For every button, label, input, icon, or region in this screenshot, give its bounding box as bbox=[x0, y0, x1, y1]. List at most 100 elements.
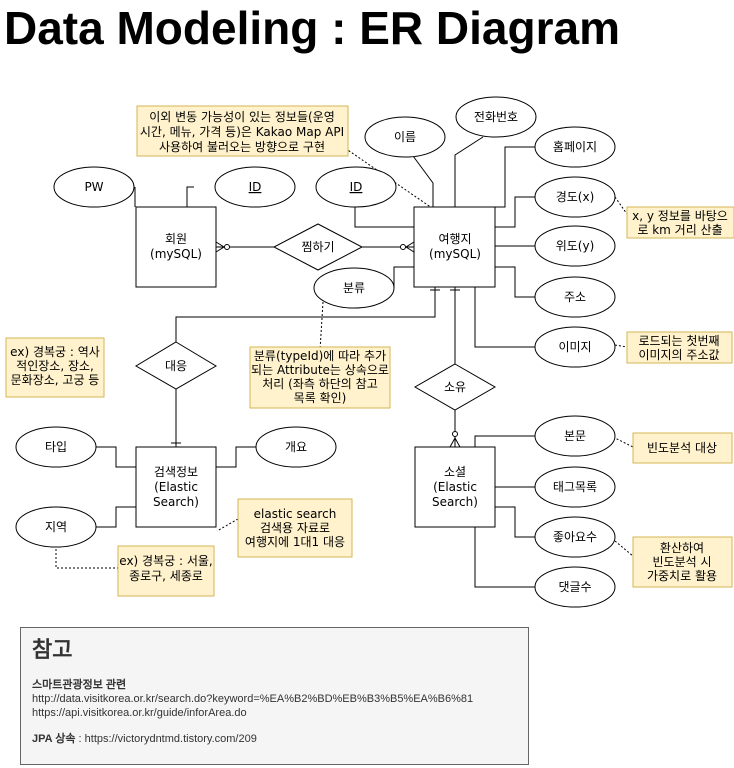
note-region-line: ex) 경복궁 : 서울, bbox=[119, 554, 212, 568]
attribute-likes: 좋아요수 bbox=[534, 516, 616, 558]
attribute-tags: 태그목록 bbox=[534, 466, 616, 508]
relationship-own-label: 소유 bbox=[444, 380, 466, 394]
entity-search-label: 검색정보 bbox=[154, 465, 198, 479]
attribute-place-id-label: ID bbox=[350, 180, 363, 194]
entity-place-label: 여행지 bbox=[438, 231, 471, 246]
entity-social-label: Search) bbox=[432, 495, 478, 509]
entity-search-label: Search) bbox=[153, 495, 199, 509]
entity-social-label: (Elastic bbox=[433, 480, 477, 494]
attribute-phone-label: 전화번호 bbox=[474, 110, 518, 124]
note-type-line: 적인장소, 장소, bbox=[16, 359, 94, 373]
er-diagram: 이외 변동 가능성이 있는 정보들(운영 시간, 메뉴, 가격 등)은 Kaka… bbox=[5, 96, 734, 608]
note-weight-line: 가중치로 활용 bbox=[647, 569, 717, 583]
attribute-phone: 전화번호 bbox=[455, 96, 537, 138]
attribute-name-label: 이름 bbox=[394, 130, 416, 144]
note-type-line: ex) 경복궁 : 역사 bbox=[10, 345, 100, 359]
attribute-body-label: 본문 bbox=[564, 429, 586, 443]
attribute-member-id: ID bbox=[214, 166, 296, 208]
note-elastic: elastic search 검색용 자료로 여행지에 1대1 대응 bbox=[237, 498, 353, 558]
note-connectors bbox=[55, 145, 634, 569]
reference-subtitle: 스마트관광정보 관련 bbox=[32, 679, 127, 691]
note-region-line: 종로구, 세종로 bbox=[129, 569, 203, 583]
note-category: 분류(typeId)에 따라 추가 되는 Attribute는 상속으로 처리 … bbox=[249, 346, 391, 409]
note-kakao: 이외 변동 가능성이 있는 정보들(운영 시간, 메뉴, 가격 등)은 Kaka… bbox=[136, 105, 349, 157]
attribute-overview-label: 개요 bbox=[285, 440, 307, 454]
note-weight: 환산하여 빈도분석 시 가중치로 활용 bbox=[632, 536, 733, 588]
note-weight-line: 환산하여 bbox=[660, 541, 704, 555]
note-freq: 빈도분석 대상 bbox=[632, 432, 733, 464]
relationship-like-label: 찜하기 bbox=[301, 240, 334, 254]
reference-link[interactable]: https://api.visitkorea.or.kr/guide/infor… bbox=[32, 707, 247, 719]
note-image: 로드되는 첫번째 이미지의 주소값 bbox=[626, 331, 733, 364]
note-elastic-line: elastic search bbox=[254, 507, 337, 521]
note-type-example: ex) 경복궁 : 역사 적인장소, 장소, 문화장소, 고궁 등 bbox=[5, 337, 105, 398]
attribute-region-label: 지역 bbox=[45, 520, 67, 534]
relationship-markers bbox=[171, 241, 461, 448]
attribute-homepage: 홈페이지 bbox=[534, 126, 616, 168]
note-kakao-line: 시간, 메뉴, 가격 등)은 Kakao Map API bbox=[140, 125, 344, 139]
reference-jpa: JPA 상속 : https://victorydntmd.tistory.co… bbox=[32, 732, 517, 746]
note-xy-line: x, y 정보를 바탕으 bbox=[632, 209, 728, 223]
entity-member-label: (mySQL) bbox=[150, 247, 202, 261]
entity-member-label: 회원 bbox=[165, 232, 187, 246]
note-elastic-line: 검색용 자료로 bbox=[260, 521, 330, 535]
note-region-example: ex) 경복궁 : 서울, 종로구, 세종로 bbox=[117, 545, 215, 597]
attribute-type: 타입 bbox=[15, 426, 97, 468]
note-category-line: 분류(typeId)에 따라 추가 bbox=[254, 349, 386, 363]
relationship-correspond-label: 대응 bbox=[165, 359, 187, 373]
attribute-category-label: 분류 bbox=[343, 281, 365, 295]
attribute-latitude-label: 위도(y) bbox=[556, 239, 595, 253]
attribute-name: 이름 bbox=[364, 116, 446, 158]
note-elastic-line: 여행지에 1대1 대응 bbox=[245, 534, 345, 549]
relationship-correspond: 대응 bbox=[135, 341, 217, 390]
attribute-type-label: 타입 bbox=[45, 440, 67, 454]
attribute-address-label: 주소 bbox=[564, 290, 586, 304]
entity-place-label: (mySQL) bbox=[429, 247, 481, 261]
attribute-image-label: 이미지 bbox=[558, 340, 591, 354]
note-xy: x, y 정보를 바탕으 로 km 거리 산출 bbox=[626, 206, 734, 239]
entity-social-label: 소셜 bbox=[444, 465, 466, 479]
attribute-longitude-label: 경도(x) bbox=[556, 190, 595, 204]
attribute-homepage-label: 홈페이지 bbox=[553, 140, 597, 154]
note-category-line: 처리 (좌측 하단의 참고 bbox=[262, 377, 378, 391]
attribute-tags-label: 태그목록 bbox=[553, 480, 597, 494]
note-category-line: 되는 Attribute는 상속으로 bbox=[251, 363, 389, 377]
note-image-line: 로드되는 첫번째 bbox=[638, 334, 719, 348]
attribute-body: 본문 bbox=[534, 415, 616, 457]
attribute-longitude: 경도(x) bbox=[534, 176, 616, 218]
attribute-region: 지역 bbox=[15, 506, 97, 548]
reference-title: 참고 bbox=[32, 637, 73, 662]
note-kakao-line: 이외 변동 가능성이 있는 정보들(운영 bbox=[149, 110, 335, 124]
note-image-line: 이미지의 주소값 bbox=[638, 348, 719, 362]
attribute-image: 이미지 bbox=[534, 326, 616, 368]
attribute-place-id: ID bbox=[315, 166, 397, 208]
entity-member: 회원 (mySQL) bbox=[135, 206, 217, 288]
entity-social: 소셜 (Elastic Search) bbox=[414, 446, 496, 528]
reference-link[interactable]: http://data.visitkorea.or.kr/search.do?k… bbox=[32, 693, 474, 705]
attribute-category: 분류 bbox=[313, 267, 395, 309]
attribute-comments: 댓글수 bbox=[534, 566, 616, 608]
attribute-pw: PW bbox=[53, 166, 135, 208]
note-freq-line: 빈도분석 대상 bbox=[647, 441, 717, 455]
attribute-member-id-label: ID bbox=[249, 180, 262, 194]
note-kakao-line: 사용하여 불러오는 방향으로 구현 bbox=[159, 140, 325, 154]
note-type-line: 문화장소, 고궁 등 bbox=[11, 373, 100, 387]
entity-place: 여행지 (mySQL) bbox=[413, 206, 496, 288]
attribute-latitude: 위도(y) bbox=[534, 225, 616, 267]
note-xy-line: 로 km 거리 산출 bbox=[637, 223, 722, 237]
relationship-own: 소유 bbox=[413, 363, 497, 411]
relationship-like: 찜하기 bbox=[272, 223, 364, 271]
entity-search: 검색정보 (Elastic Search) bbox=[135, 446, 217, 528]
reference-box: 참고 스마트관광정보 관련 http://data.visitkorea.or.… bbox=[20, 627, 529, 765]
attribute-pw-label: PW bbox=[84, 180, 103, 194]
note-weight-line: 빈도분석 시 bbox=[652, 555, 711, 569]
attribute-likes-label: 좋아요수 bbox=[553, 530, 597, 544]
entity-search-label: (Elastic bbox=[154, 480, 198, 494]
note-category-line: 목록 확인) bbox=[294, 391, 347, 405]
attribute-overview: 개요 bbox=[255, 426, 337, 468]
reference-jpa-link[interactable]: : https://victorydntmd.tistory.com/209 bbox=[75, 733, 257, 745]
reference-jpa-label: JPA 상속 bbox=[32, 733, 76, 745]
attribute-comments-label: 댓글수 bbox=[558, 580, 591, 594]
page-title: Data Modeling : ER Diagram bbox=[4, 2, 620, 54]
attribute-address: 주소 bbox=[534, 276, 616, 318]
